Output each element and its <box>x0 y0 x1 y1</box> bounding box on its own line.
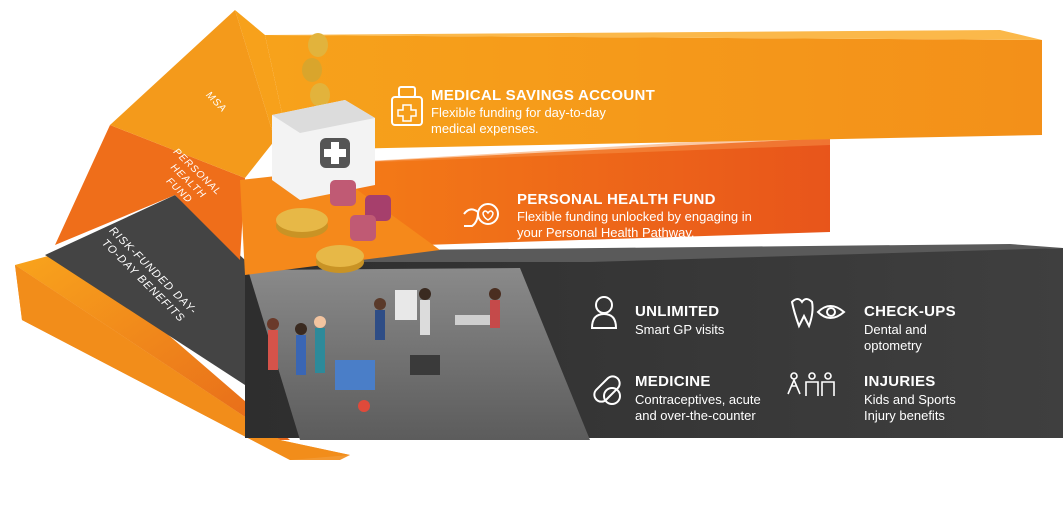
injuries-description: Kids and Sports Injury benefits <box>864 392 956 423</box>
family-icon <box>787 372 835 396</box>
footnote: Limits and co-payments apply. <box>635 439 797 453</box>
base-platform-top <box>15 250 290 440</box>
msa-description: Flexible funding for day-to-day medical … <box>431 105 606 136</box>
phf-description: Flexible funding unlocked by engaging in… <box>517 209 752 240</box>
clinic-people-illustration <box>267 288 501 412</box>
clinic-floor <box>248 268 590 440</box>
heart-hand-icon <box>463 203 499 227</box>
medicine-title: MEDICINE <box>635 373 711 390</box>
msa-block <box>265 35 1042 150</box>
pyramid-tier-msa-left <box>110 10 275 178</box>
msa-title: MEDICAL SAVINGS ACCOUNT <box>431 87 656 104</box>
health-app-icon <box>330 180 356 206</box>
pyramid-tier-grey-left <box>45 195 245 385</box>
infographic: MSA PERSONAL HEALTH FUND RISK-FUNDED DAY… <box>15 10 1063 460</box>
phf-block <box>300 138 830 248</box>
tooth-eye-icon <box>790 298 846 329</box>
savings-jar-icon <box>391 86 423 126</box>
unlimited-title: UNLIMITED <box>635 303 720 320</box>
checkups-title: CHECK-UPS <box>864 303 956 320</box>
phf-title: PERSONAL HEALTH FUND <box>517 191 716 208</box>
pill-icon <box>593 375 621 405</box>
unlimited-description: Smart GP visits <box>635 322 725 337</box>
pyramid-graphic <box>15 10 1063 460</box>
doctor-icon <box>590 296 618 329</box>
medicine-description: Contraceptives, acute and over-the-count… <box>635 392 761 423</box>
coin-icon <box>308 33 328 57</box>
pyramid-tier-phf-left <box>55 125 245 260</box>
checkups-description: Dental and optometry <box>864 322 927 353</box>
injuries-title: INJURIES <box>864 373 936 390</box>
